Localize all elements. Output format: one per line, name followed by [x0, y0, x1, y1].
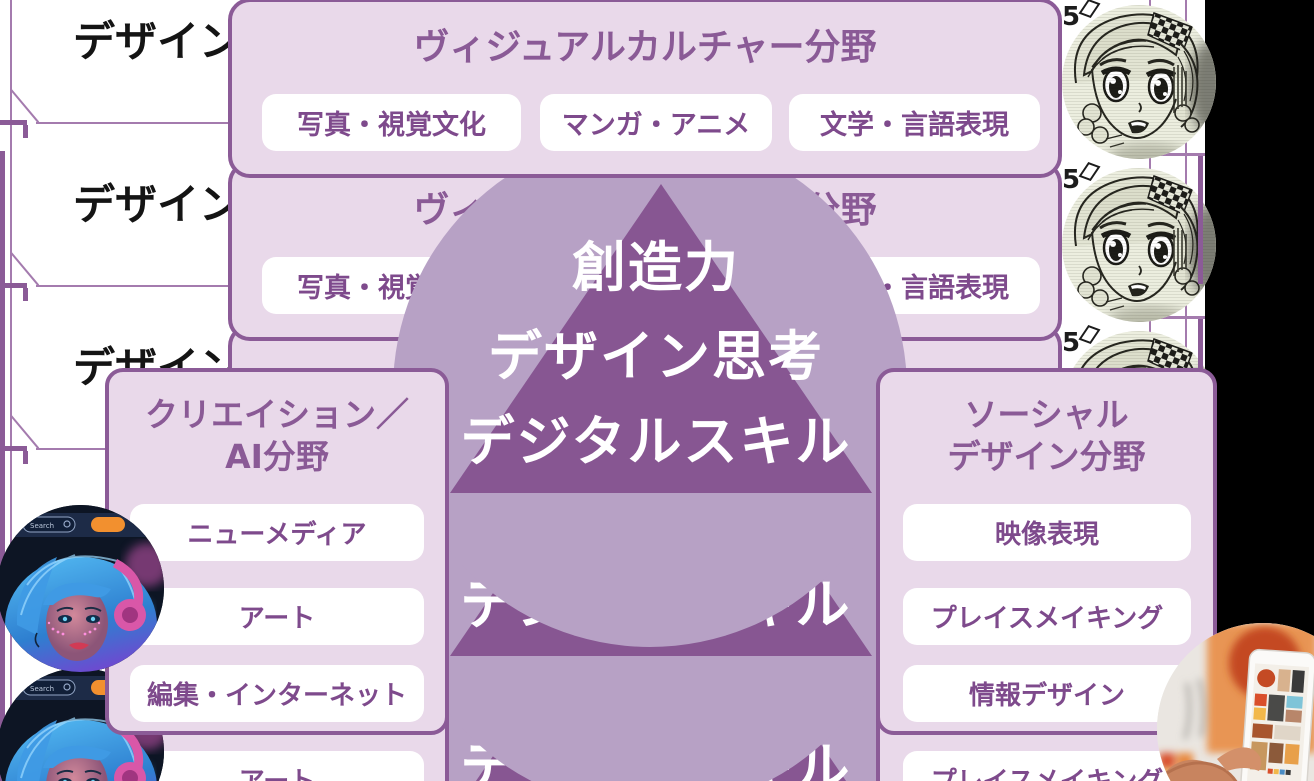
content-background — [0, 0, 1205, 781]
